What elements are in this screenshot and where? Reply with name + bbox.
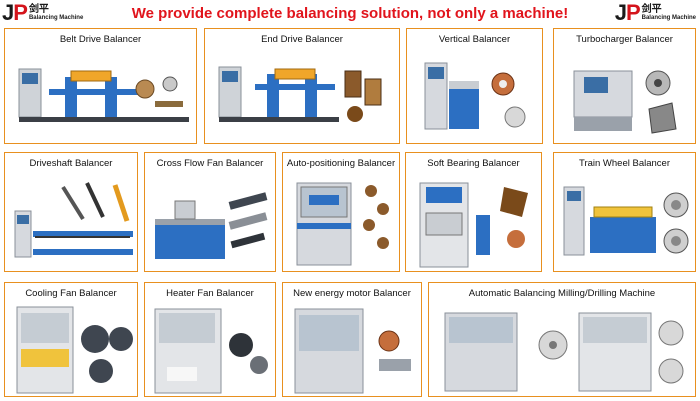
product-card-soft-bearing[interactable]: Soft Bearing Balancer <box>405 152 542 272</box>
product-card-cooling-fan[interactable]: Cooling Fan Balancer <box>4 282 138 397</box>
belt-drive-machine-image <box>18 68 189 122</box>
product-title: End Drive Balancer <box>261 34 343 45</box>
product-card-belt-drive[interactable]: Belt Drive Balancer <box>4 28 197 144</box>
product-title: Cross Flow Fan Balancer <box>156 158 264 169</box>
product-title: Vertical Balancer <box>438 34 511 45</box>
product-title: New energy motor Balancer <box>293 288 411 299</box>
product-card-heater-fan[interactable]: Heater Fan Balancer <box>144 282 276 397</box>
product-card-vertical[interactable]: Vertical Balancer <box>406 28 543 144</box>
automatic-milling-machine-image <box>444 312 684 392</box>
new-energy-motor-machine-image <box>294 308 411 394</box>
product-title: Soft Bearing Balancer <box>427 158 520 169</box>
product-title: Driveshaft Balancer <box>29 158 113 169</box>
product-title: Cooling Fan Balancer <box>25 288 117 299</box>
product-card-driveshaft[interactable]: Driveshaft Balancer <box>4 152 138 272</box>
product-card-new-energy-motor[interactable]: New energy motor Balancer <box>282 282 422 397</box>
product-title: Automatic Balancing Milling/Drilling Mac… <box>468 288 656 299</box>
product-card-turbocharger[interactable]: Turbocharger Balancer <box>553 28 696 144</box>
driveshaft-machine-image <box>14 182 133 258</box>
heater-fan-machine-image <box>154 308 268 394</box>
cross-flow-fan-machine-image <box>155 192 268 259</box>
product-card-auto-positioning[interactable]: Auto-positioning Balancer <box>282 152 400 272</box>
company-logo-right: JP 剑平 Balancing Machine <box>614 0 696 25</box>
end-drive-machine-image <box>218 66 382 122</box>
product-title: Train Wheel Balancer <box>579 158 670 169</box>
product-card-train-wheel[interactable]: Train Wheel Balancer <box>553 152 696 272</box>
company-logo-left: JP 剑平 Balancing Machine <box>2 0 84 25</box>
cooling-fan-machine-image <box>16 306 133 394</box>
product-title: Turbocharger Balancer <box>576 34 673 45</box>
vertical-machine-image <box>424 62 526 130</box>
turbocharger-machine-image <box>573 70 677 134</box>
product-card-end-drive[interactable]: End Drive Balancer <box>204 28 400 144</box>
product-card-cross-flow-fan[interactable]: Cross Flow Fan Balancer <box>144 152 276 272</box>
product-title: Belt Drive Balancer <box>59 34 142 45</box>
product-title: Heater Fan Balancer <box>166 288 254 299</box>
product-card-automatic-milling[interactable]: Automatic Balancing Milling/Drilling Mac… <box>428 282 696 397</box>
train-wheel-machine-image <box>563 186 689 256</box>
header: JP 剑平 Balancing Machine We provide compl… <box>0 0 700 28</box>
auto-positioning-machine-image <box>296 182 389 266</box>
product-title: Auto-positioning Balancer <box>286 158 396 169</box>
soft-bearing-machine-image <box>419 182 528 268</box>
slogan: We provide complete balancing solution, … <box>131 5 569 22</box>
